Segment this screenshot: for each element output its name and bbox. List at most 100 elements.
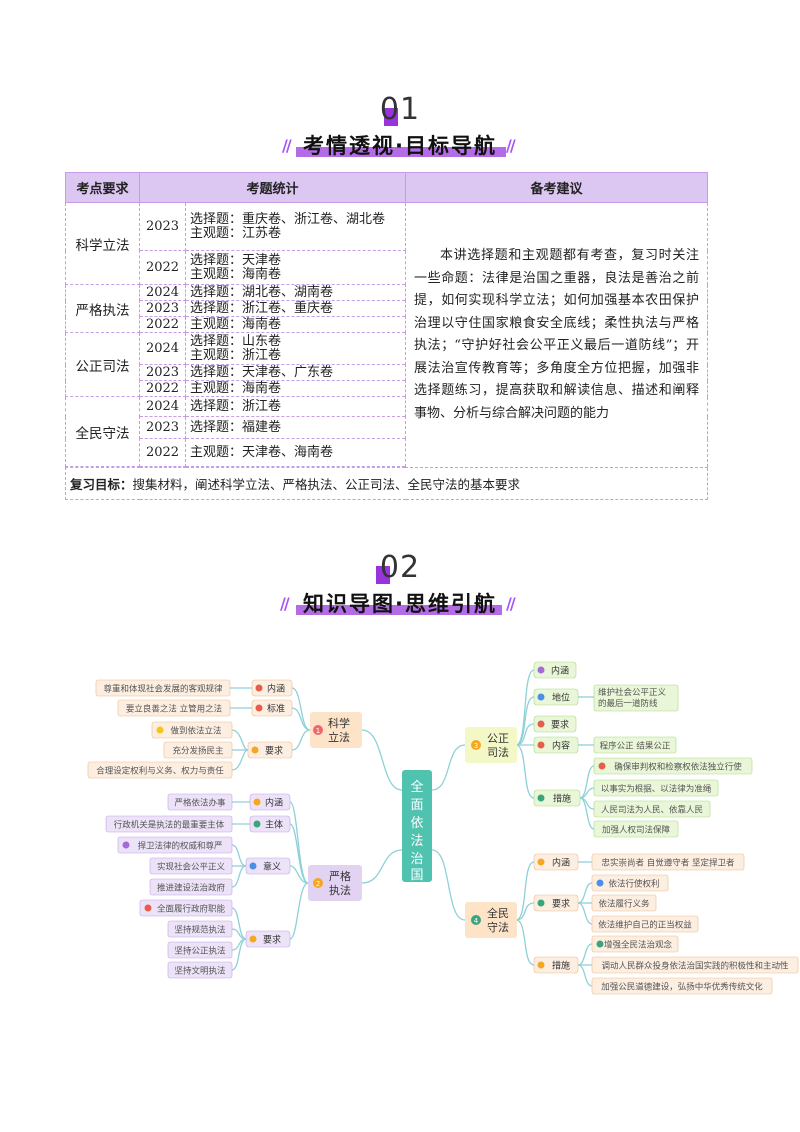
header-cell: 考题统计 <box>139 172 406 203</box>
mind-map: 全 面 依 法 治 国 1 科学 立法 内涵 尊重和体现社会发展的客观规律 标准… <box>87 661 799 995</box>
year-cell: 2022 <box>139 380 186 397</box>
leaf-text: 全面履行政府职能 <box>157 904 226 915</box>
leaf-text: 依法履行义务 <box>598 899 650 910</box>
stat-cell: 主观题：海南卷 <box>185 316 406 333</box>
header-cell: 考点要求 <box>65 172 140 203</box>
node-label: 内涵 <box>267 683 285 695</box>
leaf-text: 的最后一道防线 <box>598 698 658 709</box>
table-row: 2023 选择题：天津卷、广东卷 <box>66 364 708 381</box>
slash-decoration-right: // <box>506 136 516 155</box>
number-accent <box>376 566 390 584</box>
table-row: 2022 选择题：天津卷 主观题：海南卷 <box>66 250 708 285</box>
branch-number: 2 <box>316 880 320 888</box>
leaf-text: 坚持公正执法 <box>174 946 225 957</box>
year-cell: 2024 <box>139 332 186 365</box>
year-cell: 2024 <box>139 284 186 301</box>
section2-header: 02 // // 知识导图·思维引航 <box>0 550 800 630</box>
stat-line: 主观题：海南卷 <box>190 266 282 282</box>
connector-lines <box>230 669 595 987</box>
header-cell: 备考建议 <box>405 172 708 203</box>
branch-yange-zhifa: 2 严格 执法 内涵 严格依法办事 主体 行政机关是执法的最重要主体 意义 捍卫… <box>105 793 362 979</box>
node-label: 地位 <box>552 692 570 704</box>
slash-decoration-left: // <box>282 136 292 155</box>
leaf-text: 以事实为根据、以法律为准绳 <box>601 784 712 795</box>
node-label: 要求 <box>265 745 283 757</box>
leaf-text: 坚持文明执法 <box>174 966 225 977</box>
leaf-text: 维护社会公平正义 <box>598 687 667 698</box>
title-underline <box>296 605 502 615</box>
branch-title: 立法 <box>328 730 350 744</box>
leaf-text: 捍卫法律的权威和尊严 <box>137 841 222 852</box>
leaf-text: 严格依法办事 <box>174 798 226 809</box>
stat-line: 主观题：浙江卷 <box>190 347 282 363</box>
slash-decoration-right: // <box>506 594 516 613</box>
node-label: 要求 <box>552 898 570 910</box>
node-label: 措施 <box>552 960 570 972</box>
branch-number: 3 <box>474 742 478 750</box>
leaf-text: 忠实崇尚者 自觉遵守者 坚定捍卫者 <box>602 858 735 869</box>
leaf-text: 做到依法立法 <box>170 726 221 737</box>
branch-title: 执法 <box>329 883 351 897</box>
area-cell: 公正司法 <box>65 332 140 397</box>
table-row: 全民守法 2024 选择题：浙江卷 <box>65 396 708 467</box>
leaf-text: 推进建设法治政府 <box>157 883 226 894</box>
leaf-text: 依法维护自己的正当权益 <box>598 920 692 931</box>
stat-line: 选择题：山东卷 <box>190 333 282 349</box>
stat-line: 选择题：天津卷 <box>190 252 282 268</box>
leaf-text: 尊重和体现社会发展的客观规律 <box>103 684 223 695</box>
area-cell: 科学立法 <box>65 202 140 285</box>
leaf-text: 合理设定权利与义务、权力与责任 <box>96 766 224 777</box>
year-cell: 2023 <box>139 300 186 317</box>
goal-cell: 复习目标：搜集材料，阐述科学立法、严格执法、公正司法、全民守法的基本要求 <box>65 467 708 500</box>
leaf-text: 增强全民法治观念 <box>604 940 673 951</box>
year-cell: 2023 <box>139 202 186 251</box>
node-label: 意义 <box>263 861 281 873</box>
year-cell: 2022 <box>139 438 186 467</box>
stat-line: 选择题：重庆卷、浙江卷、湖北卷 <box>190 211 386 227</box>
stat-cell: 选择题：重庆卷、浙江卷、湖北卷 主观题：江苏卷 <box>185 202 406 251</box>
leaf-text: 确保审判权和检察权依法独立行使 <box>614 762 742 773</box>
branch-title: 守法 <box>487 920 509 934</box>
goal-text: 搜集材料，阐述科学立法、严格执法、公正司法、全民守法的基本要求 <box>132 477 521 492</box>
center-char: 依 <box>410 816 423 831</box>
branch-title: 科学 <box>328 716 350 730</box>
area-cell: 全民守法 <box>65 396 140 467</box>
stat-line: 主观题：江苏卷 <box>190 225 282 241</box>
leaf-text: 充分发扬民主 <box>172 746 224 757</box>
center-char: 治 <box>410 852 423 867</box>
node-label: 内涵 <box>551 665 569 677</box>
table-row: 2022 主观题：海南卷 <box>66 380 708 397</box>
leaf-text: 加强公民道德建设，弘扬中华优秀传统文化 <box>601 982 763 993</box>
branch-title: 全民 <box>487 906 509 920</box>
leaf-text: 要立良善之法 立管用之法 <box>126 704 222 715</box>
exam-analysis-table: 考点要求 考题统计 备考建议 科学立法 2023 选择题：重庆卷、浙江卷、湖北卷… <box>65 172 708 500</box>
leaf-text: 调动人民群众投身依法治国实践的积极性和主动性 <box>601 961 789 972</box>
table-row: 2023 选择题：浙江卷、重庆卷 <box>66 300 708 317</box>
section-title: 考情透视·目标导航 <box>303 134 497 158</box>
center-char: 国 <box>410 868 423 883</box>
stat-cell: 主观题：天津卷、海南卷 <box>185 438 406 467</box>
branch-kexue-lifa: 1 科学 立法 内涵 尊重和体现社会发展的客观规律 标准 要立良善之法 立管用之… <box>87 679 362 779</box>
stat-cell: 主观题：海南卷 <box>185 380 406 397</box>
node-label: 内涵 <box>265 797 283 809</box>
year-cell: 2022 <box>139 250 186 285</box>
leaf-text: 行政机关是执法的最重要主体 <box>114 820 225 831</box>
stat-cell: 选择题：浙江卷 <box>185 396 406 417</box>
table-header-row: 考点要求 考题统计 备考建议 <box>65 172 708 203</box>
year-cell: 2023 <box>139 416 186 439</box>
node-label: 标准 <box>267 703 285 715</box>
goal-row: 复习目标：搜集材料，阐述科学立法、严格执法、公正司法、全民守法的基本要求 <box>65 467 708 500</box>
stat-cell: 选择题：湖北卷、湖南卷 <box>185 284 406 301</box>
table-row: 科学立法 2023 选择题：重庆卷、浙江卷、湖北卷 主观题：江苏卷 本讲选择题和… <box>65 202 708 468</box>
leaf-text: 人民司法为人民、依靠人民 <box>601 805 703 816</box>
stat-cell: 选择题：浙江卷、重庆卷 <box>185 300 406 317</box>
year-cell: 2024 <box>139 396 186 417</box>
node-label: 措施 <box>553 793 571 805</box>
node-label: 内涵 <box>552 857 570 869</box>
section1-header: 01 // // 考情透视·目标导航 <box>0 92 800 172</box>
leaf-text: 坚持规范执法 <box>174 925 225 936</box>
stat-cell: 选择题：天津卷 主观题：海南卷 <box>185 250 406 285</box>
year-cell: 2023 <box>139 364 186 381</box>
branch-title: 公正 <box>487 732 509 745</box>
table-row: 公正司法 2024 选择题：山东卷 主观题：浙江卷 <box>65 332 708 397</box>
